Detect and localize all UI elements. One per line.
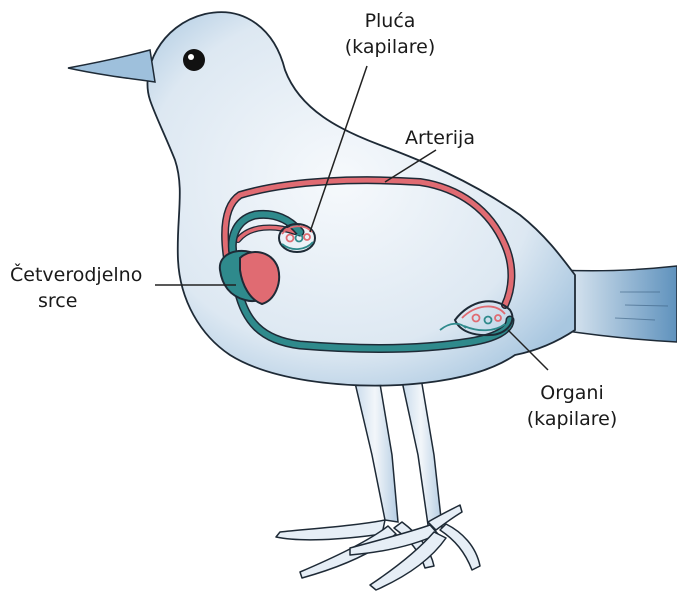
label-organs: Organi (kapilare)	[512, 380, 632, 432]
label-artery: Arterija	[405, 125, 475, 151]
bird-feet	[276, 505, 480, 590]
label-heart-line2: srce	[10, 288, 142, 314]
label-lungs-line1: Pluća	[330, 8, 450, 34]
label-lungs: Pluća (kapilare)	[330, 8, 450, 60]
label-lungs-line2: (kapilare)	[330, 34, 450, 60]
label-organs-line2: (kapilare)	[512, 406, 632, 432]
label-heart-line1: Četverodjelno	[10, 262, 142, 288]
bird-eye	[183, 49, 205, 71]
bird-beak	[68, 50, 155, 82]
label-heart: Četverodjelno srce	[10, 262, 142, 314]
label-organs-line1: Organi	[512, 380, 632, 406]
bird-tail	[560, 266, 677, 342]
bird-legs	[352, 370, 442, 527]
label-artery-text: Arterija	[405, 125, 475, 151]
